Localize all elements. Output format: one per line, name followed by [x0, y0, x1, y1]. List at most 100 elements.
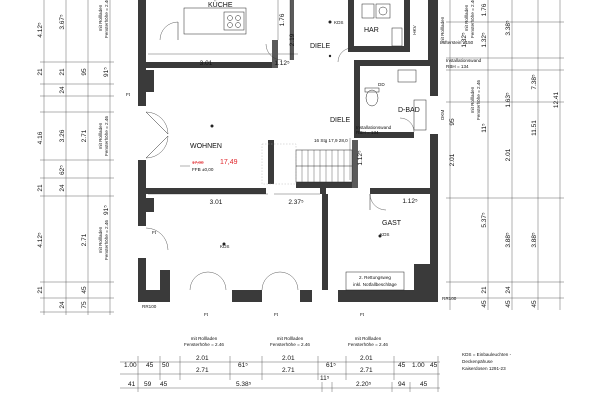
- right-window-note-3b: Fensterhöhe = 2.46: [476, 80, 481, 120]
- dim-bottom-r3-7: 94: [398, 381, 406, 388]
- dim-right-2: 1.32⁵: [481, 32, 488, 48]
- dim-right-7: 2.01: [505, 148, 512, 161]
- okm-label: OKM: [440, 110, 445, 121]
- dim-inner-mid-right: 1.12⁵: [402, 198, 418, 205]
- dim-right-17: 45: [531, 300, 538, 308]
- left-window-note-1b: Fensterhöhe = 2.46: [104, 0, 109, 38]
- room-label-gast: GAST: [382, 220, 402, 227]
- window-note-1a: mit Rollladen: [191, 336, 218, 341]
- room-label-diele-top: DIELE: [310, 43, 331, 50]
- level-ffb: FFB ±0,00: [192, 167, 214, 172]
- dim-bottom-r1-1: 1.00: [124, 362, 137, 369]
- level-new: 17,49: [220, 159, 238, 166]
- bottom-dimension-lines: [120, 356, 440, 392]
- dim-bottom-r3-6: 2.20⁵: [356, 381, 372, 388]
- dim-right-14: 24: [505, 286, 512, 294]
- left-window-note-2a: mit Rollladen: [98, 122, 103, 149]
- dim-inner-v112: 1.12⁵: [357, 150, 364, 166]
- dim-left-8: 4.16: [37, 131, 44, 144]
- left-window-note-1a: mit Rollladen: [98, 4, 103, 31]
- dim-bottom-r1-8: 2.01: [360, 355, 373, 362]
- dim-left-2: 3.67⁵: [59, 14, 66, 30]
- right-dimension-lines: [446, 0, 564, 310]
- rescue-route-line1: 2. Rettungsweg: [359, 275, 391, 280]
- kds-label-top: KDS: [334, 20, 343, 25]
- dim-right-6: 11⁵: [481, 123, 488, 133]
- ft-label-1: Ft: [126, 92, 131, 97]
- dim-inner-v176: 1.76: [279, 13, 286, 26]
- har-fixtures: [337, 3, 403, 63]
- dim-left-1: 4.12⁵: [37, 22, 44, 38]
- install-wall-top: Installationswand: [446, 58, 482, 63]
- dim-left-14: 4.12⁵: [37, 232, 44, 248]
- dim-bottom-r3-4: 5.38⁵: [236, 381, 252, 388]
- right-dimension-labels: 1.76 1.32⁵ 3.38⁵ 7.38⁵ 1.63⁵ 11⁵ 2.01 11…: [440, 0, 560, 308]
- window-note-3a: mit Rollladen: [355, 336, 382, 341]
- dim-left-4: 24: [59, 86, 66, 94]
- dim-inner-top-mid: 1.12⁵: [274, 60, 290, 67]
- dim-bottom-r2-2: 2.71: [282, 367, 295, 374]
- dim-inner-v95: 95: [449, 118, 456, 126]
- dbad-fixtures: [364, 69, 427, 133]
- dim-right-1: 1.76: [481, 3, 488, 16]
- dim-left-7: 21: [37, 68, 44, 76]
- ft-label-3: Ft: [204, 312, 209, 317]
- bottom-dimension-labels: 1.00 45 50 2.01 61⁵ 2.01 61⁵ 2.01 45 1.0…: [124, 355, 438, 388]
- dim-bottom-r1-7: 61⁵: [326, 362, 336, 369]
- dim-inner-v219: 2.19: [289, 33, 296, 46]
- symbol-markers: [210, 20, 382, 246]
- level-markers: 17,00 17,49 FFB ±0,00: [180, 159, 238, 172]
- window-note-1b: Fensterhöhe = 2.46: [184, 342, 224, 347]
- rr100-right: RR100: [442, 296, 457, 301]
- rescue-route-box: 2. Rettungsweg inkl. Notfallbeschläge: [345, 271, 405, 291]
- inner-dimension-labels: 3.01 1.12⁵ 3.01 2.37⁵ 1.12⁵ 1.76 2.19 95…: [200, 13, 468, 206]
- staircase: [261, 143, 353, 185]
- dim-bottom-r1-2: 45: [146, 362, 154, 369]
- dim-bottom-r1-6: 2.01: [282, 355, 295, 362]
- dim-right-3: 3.38⁵: [505, 20, 512, 36]
- rr100-left: RR100: [142, 304, 157, 309]
- rbh-top: RBH = 134: [446, 64, 469, 69]
- kds-label-gast: KDS: [380, 232, 389, 237]
- dim-inner-mid-mid: 2.37⁵: [288, 199, 304, 206]
- rbh-mid: RBH = 134: [356, 130, 379, 135]
- install-wall-mid: Installationswand: [356, 125, 392, 130]
- dim-left-15: 21: [37, 286, 44, 294]
- right-window-note-1b: Fensterhöhe = 2.46: [470, 0, 475, 38]
- room-label-dbad: D-BAD: [398, 107, 420, 114]
- dd-label: DD: [378, 82, 385, 87]
- dim-inner-mid-left: 3.01: [210, 199, 223, 206]
- ft-label-5: Ft: [360, 312, 365, 317]
- right-window-note-2a: mit Rollladen: [440, 16, 445, 43]
- dim-left-6: 91⁵: [103, 67, 110, 77]
- dim-bottom-r1-4: 2.01: [196, 355, 209, 362]
- dim-left-20: 2.71: [81, 233, 88, 246]
- legend: KDS = Einbauleuchten - Deckenpähuse Kais…: [462, 352, 512, 371]
- dim-left-13: 24: [59, 184, 66, 192]
- dim-bottom-r1-11: 45: [430, 362, 438, 369]
- dim-bottom-r3-3: 45: [160, 381, 168, 388]
- dim-left-9: 3.26: [59, 129, 66, 142]
- dim-left-12: 21: [37, 184, 44, 192]
- dim-right-16: 45: [505, 300, 512, 308]
- kitchen-fixtures: [159, 7, 283, 61]
- right-window-note-3a: mit Rollladen: [470, 86, 475, 113]
- left-window-note-3b: Fensterhöhe = 2.46: [104, 220, 109, 260]
- left-dimension-lines: [40, 0, 114, 315]
- left-window-note-3a: mit Rollladen: [98, 226, 103, 253]
- room-label-diele: DIELE: [330, 117, 351, 124]
- dim-right-4: 7.38⁵: [531, 74, 538, 90]
- stairs-label: 16 Stg 17,9 28,0: [314, 138, 348, 143]
- dim-left-19: 91⁵: [103, 205, 110, 215]
- dim-left-17: 45: [81, 286, 88, 294]
- dim-right-13: 21: [481, 286, 488, 294]
- dim-left-16: 24: [59, 301, 66, 309]
- dim-bottom-r3-2: 59: [144, 381, 152, 388]
- dim-left-18: 75: [81, 301, 88, 309]
- window-note-3b: Fensterhöhe = 2.46: [348, 342, 388, 347]
- legend-line-1: KDS = Einbauleuchten -: [462, 352, 512, 357]
- right-window-note-1a: mit Rollladen: [464, 4, 469, 31]
- dim-left-11: 62⁵: [59, 165, 66, 175]
- interior-dimension-lines: [148, 0, 351, 195]
